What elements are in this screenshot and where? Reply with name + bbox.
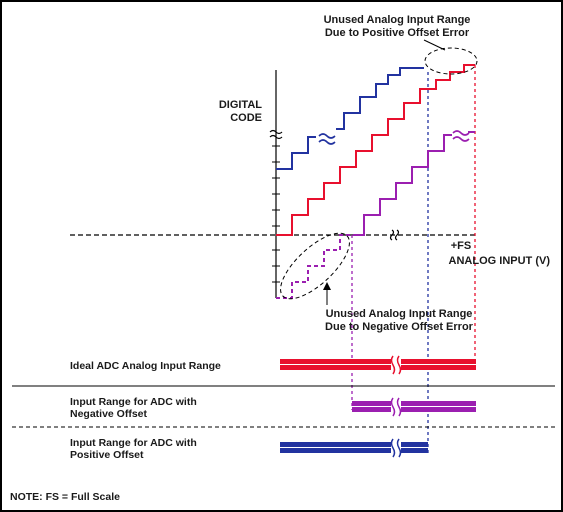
y-axis-title-line1: DIGITAL [219, 99, 262, 111]
negative-offset-range-break-right [396, 397, 402, 417]
negative-offset-range-label-line1: Input Range for ADC with [70, 396, 197, 408]
negative-offset-range-label-line2: Negative Offset [70, 408, 148, 420]
footnote: NOTE: FS = Full Scale [10, 491, 120, 503]
negative-offset-ellipse [280, 232, 350, 300]
ideal-range-break-left [390, 355, 396, 375]
ideal-range-break-right [396, 355, 402, 375]
y-axis-title-line2: CODE [230, 112, 262, 124]
negative-offset-curve-break [452, 130, 470, 142]
ideal-range-label: Ideal ADC Analog Input Range [70, 360, 221, 372]
y-axis-break [269, 129, 283, 140]
x-axis-title: ANALOG INPUT (V) [449, 255, 551, 267]
positive-offset-range-label-line2: Positive Offset [70, 449, 144, 461]
positive-offset-note-line1: Unused Analog Input Range [324, 14, 471, 26]
y-axis-ticks [272, 145, 280, 283]
positive-offset-note-line2: Due to Positive Offset Error [325, 27, 470, 39]
positive-offset-curve-break [318, 133, 336, 145]
axes [70, 70, 478, 298]
positive-offset-range-bar-gap [391, 438, 401, 457]
ideal-range-bar-gap [391, 355, 401, 374]
positive-offset-range-label-line1: Input Range for ADC with [70, 437, 197, 449]
negative-offset-note-line2: Due to Negative Offset Error [325, 321, 474, 333]
negative-offset-range-bar-gap [391, 397, 401, 416]
negative-offset-note-line1: Unused Analog Input Range [326, 308, 473, 320]
x-axis-break [389, 229, 400, 241]
positive-offset-range-break-left [390, 438, 396, 458]
negative-offset-range-row: Input Range for ADC with Negative Offset [70, 396, 476, 420]
ideal-curve-start [288, 199, 309, 236]
positive-offset-transfer-curve [276, 67, 429, 454]
negative-offset-range-break-left [390, 397, 396, 417]
positive-offset-range-break-right [396, 438, 402, 458]
positive-offset-pointer [423, 39, 446, 51]
positive-offset-range-row: Input Range for ADC with Positive Offset [70, 437, 428, 461]
ideal-range-row: Ideal ADC Analog Input Range [70, 355, 476, 375]
positive-offset-ellipse [424, 47, 478, 75]
ideal-transfer-curve [276, 64, 476, 370]
x-axis-fs-label: +FS [451, 240, 471, 252]
negative-offset-pointer-arrow [323, 282, 331, 290]
